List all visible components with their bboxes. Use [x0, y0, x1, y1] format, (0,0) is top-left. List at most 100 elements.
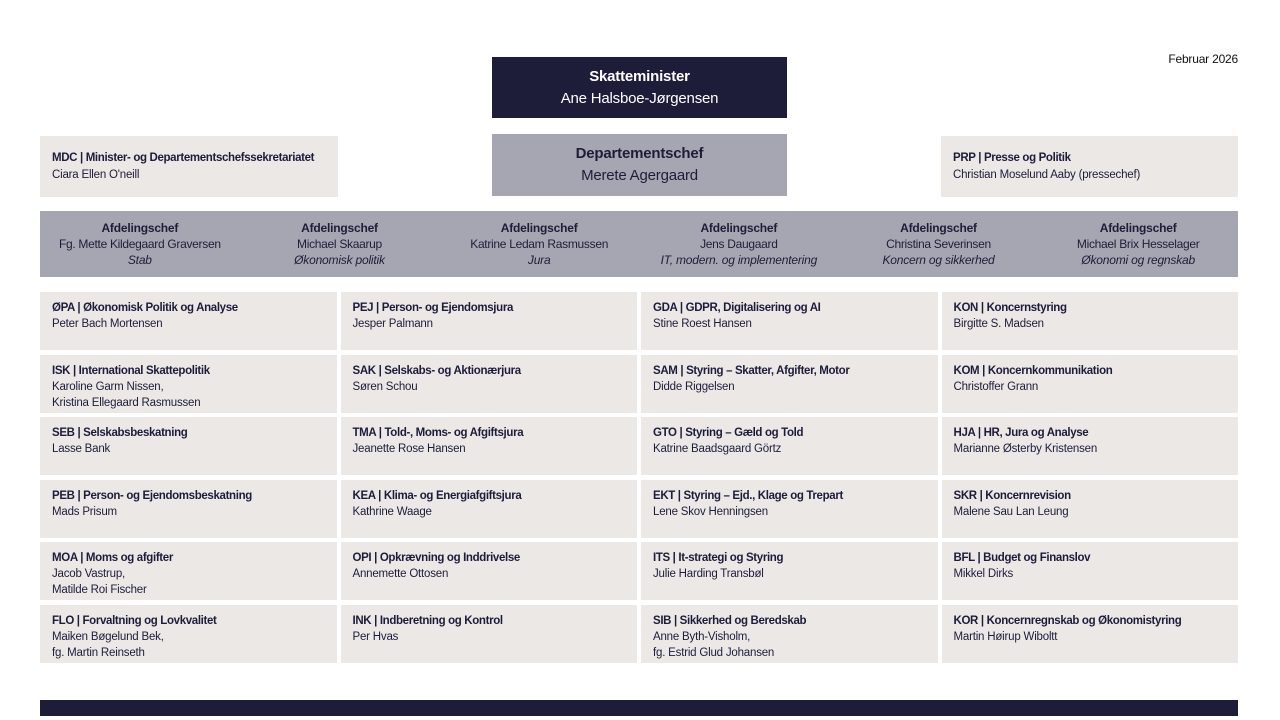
secretariat-name: Ciara Ellen O'neill — [52, 168, 140, 181]
unit-title: HJA | HR, Jura og Analyse — [953, 427, 1089, 439]
chief-title: Afdelingschef — [101, 221, 179, 235]
departementschef-title: Departementschef — [575, 145, 704, 163]
unit-name: Lene Skov Henningsen — [653, 505, 768, 518]
unit-name: Jeanette Rose Hansen — [352, 443, 466, 456]
chart-date: Februar 2026 — [1168, 52, 1238, 66]
unit-title: INK | Indberetning og Kontrol — [352, 614, 504, 627]
unit-title: SAM | Styring – Skatter, Afgifter, Motor — [653, 364, 850, 377]
unit-box-its: ITS | It-strategi og Styring Julie Hardi… — [641, 542, 938, 600]
unit-name: Birgitte S. Madsen — [953, 318, 1045, 331]
chief-name: Michael Skaarup — [297, 236, 382, 251]
chief-title: Afdelingschef — [301, 221, 378, 235]
unit-box-flo: FLO | Forvaltning og Lovkvalitet Maiken … — [40, 604, 337, 663]
unit-box-seb: SEB | Selskabsbeskatning Lasse Bank — [40, 417, 337, 475]
unit-name: Mikkel Dirks — [953, 568, 1014, 581]
departementschef-box: Departementschef Merete Agergaard — [492, 134, 787, 196]
chief-title: Afdelingschef — [500, 221, 578, 235]
chief-title: Afdelingschef — [1099, 221, 1177, 235]
unit-title: PEB | Person- og Ejendomsbeskatning — [52, 489, 252, 502]
press-name: Christian Moselund Aaby (pressechef) — [953, 168, 1141, 181]
unit-title: MOA | Moms og afgifter — [52, 552, 173, 564]
unit-box-ekt: EKT | Styring – Ejd., Klage og Trepart L… — [641, 479, 938, 538]
unit-title: PEJ | Person- og Ejendomsjura — [352, 302, 514, 314]
afdelingschef-okonomi-regnskab: Afdelingschef Michael Brix Hesselager Øk… — [1038, 211, 1238, 277]
unit-title: SAK | Selskabs- og Aktionærjura — [352, 364, 522, 377]
unit-title: GTO | Styring – Gæld og Told — [653, 427, 804, 439]
unit-title: KOR | Koncernregnskab og Økonomistyring — [953, 614, 1182, 627]
unit-name: fg. Martin Reinseth — [52, 646, 145, 659]
unit-box-kea: KEA | Klima- og Energiafgiftsjura Kathri… — [340, 479, 637, 538]
unit-title: SEB | Selskabsbeskatning — [52, 427, 188, 439]
unit-box-kor: KOR | Koncernregnskab og Økonomistyring … — [941, 604, 1238, 663]
unit-box-peb: PEB | Person- og Ejendomsbeskatning Mads… — [40, 479, 337, 538]
chief-name: Katrine Ledam Rasmussen — [470, 236, 609, 251]
chief-name: Jens Daugaard — [700, 236, 778, 251]
afdelingschef-stab: Afdelingschef Fg. Mette Kildegaard Grave… — [40, 211, 240, 277]
chief-name: Fg. Mette Kildegaard Graversen — [58, 236, 221, 251]
minister-name: Ane Halsboe-Jørgensen — [560, 89, 719, 107]
unit-title: EKT | Styring – Ejd., Klage og Trepart — [653, 489, 843, 502]
unit-box-gda: GDA | GDPR, Digitalisering og AI Stine R… — [641, 292, 938, 350]
unit-title: KEA | Klima- og Energiafgiftsjura — [352, 489, 522, 502]
unit-box-kom: KOM | Koncernkommunikation Christoffer G… — [941, 354, 1238, 413]
unit-box-pej: PEJ | Person- og Ejendomsjura Jesper Pal… — [340, 292, 637, 350]
unit-name: Martin Høirup Wiboltt — [953, 630, 1058, 643]
unit-box-opi: OPI | Opkrævning og Inddrivelse Annemett… — [340, 542, 637, 600]
secretariat-title: MDC | Minister- og Departementschefssekr… — [52, 151, 315, 164]
unit-box-sam: SAM | Styring – Skatter, Afgifter, Motor… — [641, 354, 938, 413]
unit-name: Lasse Bank — [52, 443, 111, 456]
unit-title: TMA | Told-, Moms- og Afgiftsjura — [352, 427, 524, 439]
unit-title: KON | Koncernstyring — [953, 302, 1068, 314]
unit-box-skr: SKR | Koncernrevision Malene Sau Lan Leu… — [941, 479, 1238, 538]
chief-area: Økonomisk politik — [294, 252, 385, 267]
unit-title: SIB | Sikkerhed og Beredskab — [653, 614, 807, 627]
unit-name: Katrine Baadsgaard Görtz — [653, 443, 782, 456]
unit-box-hja: HJA | HR, Jura og Analyse Marianne Øster… — [941, 417, 1238, 475]
unit-title: ISK | International Skattepolitik — [52, 364, 210, 377]
chief-area: IT, modern. og implementering — [660, 252, 818, 267]
afdelingschef-okonomisk-politik: Afdelingschef Michael Skaarup Økonomisk … — [240, 211, 440, 277]
departementschef-name: Merete Agergaard — [581, 167, 698, 184]
secretariat-box: MDC | Minister- og Departementschefssekr… — [40, 136, 338, 197]
unit-name: Kristina Ellegaard Rasmussen — [52, 396, 201, 409]
minister-title: Skatteminister — [589, 67, 690, 85]
unit-name: Jacob Vastrup, — [52, 568, 126, 581]
afdelingschef-jura: Afdelingschef Katrine Ledam Rasmussen Ju… — [439, 211, 639, 277]
unit-name: Peter Bach Mortensen — [52, 318, 163, 331]
unit-name: Julie Harding Transbøl — [653, 568, 764, 581]
unit-name: Christoffer Grann — [953, 380, 1039, 393]
unit-box-tma: TMA | Told-, Moms- og Afgiftsjura Jeanet… — [340, 417, 637, 475]
chief-area: Jura — [527, 252, 551, 267]
unit-name: Mads Prisum — [52, 505, 117, 518]
unit-box-sib: SIB | Sikkerhed og Beredskab Anne Byth-V… — [641, 604, 938, 663]
unit-box-ink: INK | Indberetning og Kontrol Per Hvas — [340, 604, 637, 663]
unit-title: ITS | It-strategi og Styring — [653, 552, 784, 564]
unit-box-moa: MOA | Moms og afgifter Jacob Vastrup, Ma… — [40, 542, 337, 600]
unit-name: Didde Riggelsen — [653, 380, 735, 393]
unit-name: Anne Byth-Visholm, — [653, 630, 751, 643]
afdelingschef-band: Afdelingschef Fg. Mette Kildegaard Grave… — [40, 211, 1238, 277]
unit-title: KOM | Koncernkommunikation — [953, 364, 1113, 377]
unit-grid: ØPA | Økonomisk Politik og Analyse Peter… — [40, 292, 1238, 663]
unit-box-bfl: BFL | Budget og Finanslov Mikkel Dirks — [941, 542, 1238, 600]
unit-title: FLO | Forvaltning og Lovkvalitet — [52, 614, 217, 627]
chief-title: Afdelingschef — [900, 221, 977, 235]
unit-name: Kathrine Waage — [352, 505, 432, 518]
unit-title: OPI | Opkrævning og Inddrivelse — [352, 552, 521, 564]
unit-title: ØPA | Økonomisk Politik og Analyse — [52, 302, 238, 314]
unit-name: Malene Sau Lan Leung — [953, 505, 1069, 518]
unit-name: Maiken Bøgelund Bek, — [52, 630, 164, 643]
chief-area: Økonomi og regnskab — [1081, 252, 1195, 267]
chief-area: Koncern og sikkerhed — [882, 252, 995, 267]
unit-title: BFL | Budget og Finanslov — [953, 552, 1091, 564]
unit-box-kon: KON | Koncernstyring Birgitte S. Madsen — [941, 292, 1238, 350]
chief-title: Afdelingschef — [700, 221, 778, 235]
minister-box: Skatteminister Ane Halsboe-Jørgensen — [492, 57, 787, 118]
press-title: PRP | Presse og Politik — [953, 151, 1071, 164]
unit-name: Matilde Roi Fischer — [52, 584, 147, 597]
unit-name: Søren Schou — [352, 380, 418, 393]
unit-title: GDA | GDPR, Digitalisering og AI — [653, 302, 821, 314]
unit-name: Karoline Garm Nissen, — [52, 380, 164, 393]
chief-name: Christina Severinsen — [886, 236, 991, 251]
